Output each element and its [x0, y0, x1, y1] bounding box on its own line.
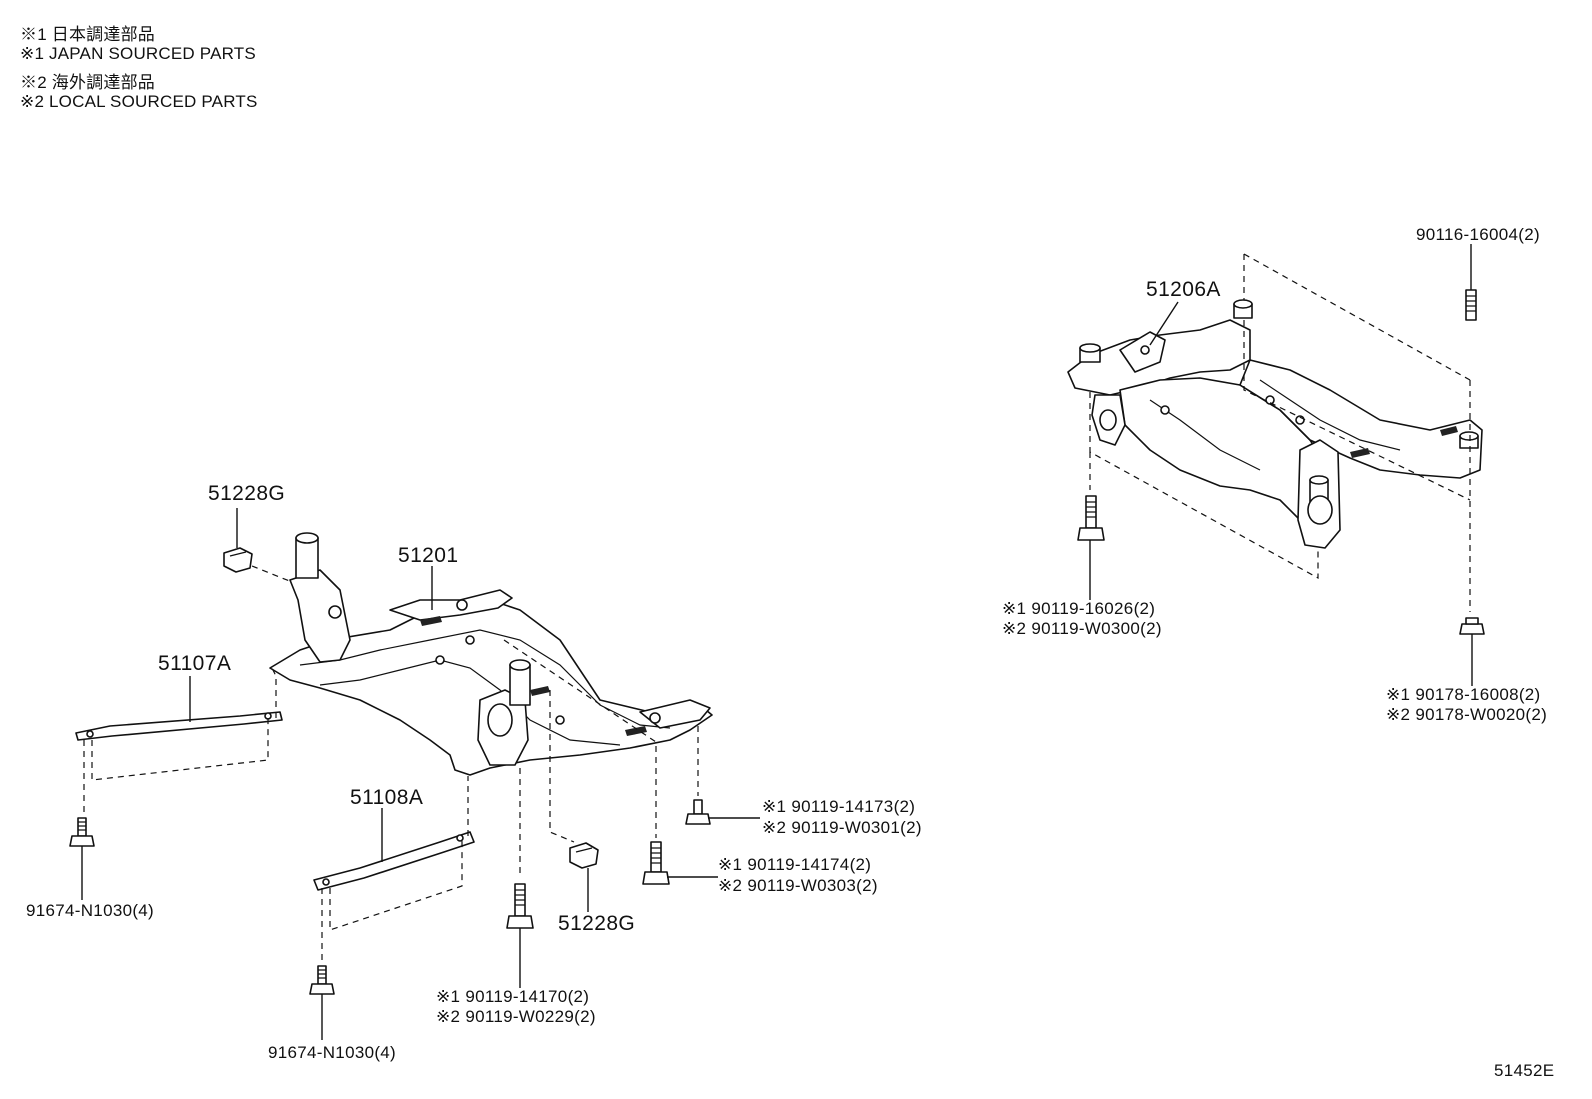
- label-51107a: 51107A: [158, 652, 231, 675]
- brace-51108a: [313, 831, 475, 891]
- diagram-code: 51452E: [1494, 1061, 1554, 1080]
- label-90119-14173: ※1 90119-14173(2): [762, 797, 915, 816]
- label-51228g-bottom: 51228G: [558, 912, 635, 935]
- bolt-90119-16026: [1077, 495, 1105, 541]
- label-90119-w0300: ※2 90119-W0300(2): [1002, 619, 1162, 638]
- nut-90178-16008: [1459, 617, 1485, 635]
- label-51201: 51201: [398, 544, 458, 567]
- clip-51228g-bottom: [569, 842, 599, 869]
- note-local-en: ※2 LOCAL SOURCED PARTS: [20, 92, 258, 111]
- label-51108a: 51108A: [350, 786, 423, 809]
- front-crossmember-51201: [269, 532, 713, 776]
- label-90178-16008: ※1 90178-16008(2): [1386, 685, 1541, 704]
- note-japan-jp: ※1 日本調達部品: [20, 25, 155, 44]
- label-90119-16026: ※1 90119-16026(2): [1002, 599, 1155, 618]
- label-51228g-top: 51228G: [208, 482, 285, 505]
- bolt-91674-bottom: [309, 965, 335, 995]
- label-90116-16004: 90116-16004(2): [1416, 225, 1540, 244]
- brace-51107a: [75, 711, 283, 741]
- bolt-90119-14170: [506, 883, 534, 929]
- rear-crossmember-51206a: [1067, 299, 1483, 549]
- note-local-jp: ※2 海外調達部品: [20, 73, 155, 92]
- label-90119-w0301: ※2 90119-W0301(2): [762, 818, 922, 837]
- label-91674-bottom: 91674-N1030(4): [268, 1043, 396, 1062]
- label-90178-w0020: ※2 90178-W0020(2): [1386, 705, 1547, 724]
- bolt-90119-14173: [685, 799, 711, 825]
- stud-90116-16004: [1465, 289, 1477, 321]
- note-japan-en: ※1 JAPAN SOURCED PARTS: [20, 44, 256, 63]
- label-51206a: 51206A: [1146, 278, 1221, 301]
- label-90119-w0229: ※2 90119-W0229(2): [436, 1007, 596, 1026]
- bolt-90119-14174: [642, 841, 670, 885]
- clip-51228g-top: [223, 547, 253, 573]
- label-90119-14174: ※1 90119-14174(2): [718, 855, 871, 874]
- label-90119-w0303: ※2 90119-W0303(2): [718, 876, 878, 895]
- label-90119-14170: ※1 90119-14170(2): [436, 987, 589, 1006]
- bolt-91674-left: [69, 817, 95, 847]
- label-91674-left: 91674-N1030(4): [26, 901, 154, 920]
